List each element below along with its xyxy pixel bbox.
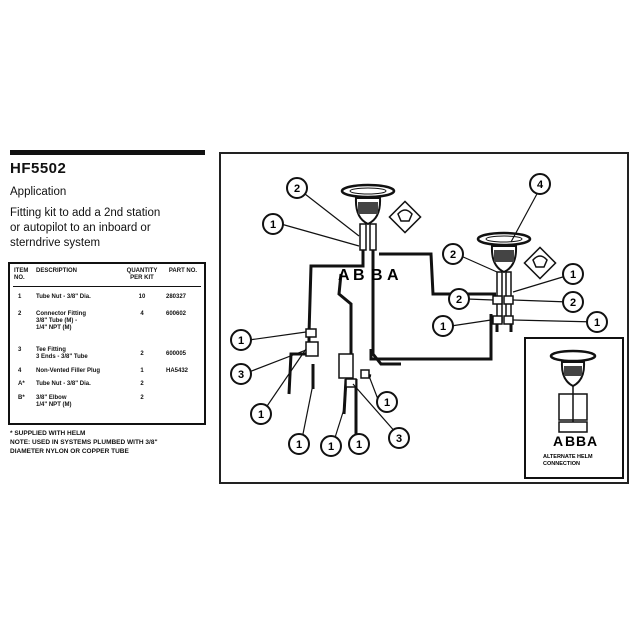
callout-number: 1: [258, 409, 264, 421]
note-line: NOTE: USED IN SYSTEMS PLUMBED WITH 3/8": [10, 439, 158, 446]
row-item: 4: [18, 368, 22, 374]
callout-balloon: 3: [230, 363, 252, 385]
row-description: Connector Fitting: [36, 311, 86, 317]
alt-port-label: B: [565, 433, 575, 449]
row-qty: 10: [138, 294, 146, 300]
column-header-quantity: QUANTITY PER KIT: [126, 268, 158, 281]
callout-balloon: 1: [320, 435, 342, 457]
row-item: 3: [18, 347, 22, 353]
callout-number: 2: [294, 183, 300, 195]
application-label: Application: [10, 186, 67, 198]
port-label: A: [338, 267, 350, 284]
callout-balloon: 1: [348, 433, 370, 455]
column-header-item: ITEM NO.: [14, 268, 29, 281]
header-divider: [13, 286, 201, 287]
row-description: 3/8" Tube (M) -: [36, 318, 78, 324]
callout-balloon: 1: [230, 329, 252, 351]
callout-number: 1: [270, 219, 276, 231]
row-qty: 1: [140, 368, 144, 374]
callout-balloon: 2: [442, 243, 464, 265]
alternate-helm-inset: A B B A ALTERNATE HELM CONNECTION: [524, 337, 624, 479]
helm-icon: [388, 200, 422, 234]
callout-number: 1: [594, 317, 600, 329]
alt-caption-line: CONNECTION: [543, 461, 580, 467]
callout-balloon: 3: [388, 427, 410, 449]
alt-port-label: B: [576, 433, 586, 449]
row-item: A*: [18, 381, 25, 387]
callout-balloon: 1: [250, 403, 272, 425]
hydraulic-lines: [287, 250, 513, 434]
plumbing-diagram: A B B A A B B A ALTERNATE: [219, 152, 629, 484]
application-line: Fitting kit to add a 2nd station: [10, 207, 161, 219]
callout-balloon: 2: [286, 177, 308, 199]
callout-number: 1: [570, 269, 576, 281]
row-part: 600602: [166, 311, 187, 317]
callout-balloon: 1: [288, 433, 310, 455]
callout-number: 1: [328, 441, 334, 453]
application-line: or autopilot to an inboard or: [10, 222, 151, 234]
note-line: * SUPPLIED WITH HELM: [10, 430, 86, 437]
callout-number: 2: [570, 297, 576, 309]
row-description: Tube Nut - 3/8" Dia.: [36, 381, 91, 387]
row-qty: 2: [140, 381, 144, 387]
row-description: 3/8" Elbow: [36, 395, 67, 401]
callout-balloon: 1: [562, 263, 584, 285]
row-part: 600005: [166, 351, 187, 357]
callout-number: 2: [450, 249, 456, 261]
helm-icon: [523, 246, 557, 280]
note-line: DIAMETER NYLON OR COPPER TUBE: [10, 448, 129, 455]
notes: * SUPPLIED WITH HELM NOTE: USED IN SYSTE…: [10, 429, 215, 456]
callouts: 2 1 4 2 1: [230, 173, 608, 457]
row-part: 280327: [166, 294, 187, 300]
row-description: Tee Fitting: [36, 347, 66, 353]
callout-number: 1: [440, 321, 446, 333]
callout-number: 1: [384, 397, 390, 409]
helm-1: [340, 183, 396, 251]
port-label: B: [353, 267, 365, 284]
plumbing-diagram-svg: A B B A A B B A ALTERNATE: [230, 173, 624, 479]
row-item: 2: [18, 311, 22, 317]
callout-balloon: 1: [376, 391, 398, 413]
row-item: 1: [18, 294, 22, 300]
callout-balloon: 1: [262, 213, 284, 235]
port-label: A: [387, 267, 399, 284]
port-labels: A B B A: [338, 267, 399, 284]
callout-balloon: 2: [448, 288, 470, 310]
alt-port-label: A: [587, 433, 597, 449]
column-header-part: PART NO.: [168, 268, 198, 274]
row-part: HA5432: [166, 368, 189, 374]
helm-2: [476, 231, 532, 323]
callout-number: 1: [238, 335, 244, 347]
port-label: B: [371, 267, 383, 284]
row-description: Tube Nut - 3/8" Dia.: [36, 294, 91, 300]
callout-balloon: 1: [432, 315, 454, 337]
parts-table: ITEM NO. DESCRIPTION QUANTITY PER KIT PA…: [8, 262, 206, 425]
column-header-description: DESCRIPTION: [36, 268, 78, 274]
application-line: sterndrive system: [10, 237, 101, 249]
callout-number: 1: [356, 439, 362, 451]
row-description: 1/4" NPT (M): [36, 325, 72, 331]
alt-port-label: A: [553, 433, 563, 449]
row-qty: 2: [140, 395, 144, 401]
callout-balloon: 2: [562, 291, 584, 313]
callout-number: 2: [456, 294, 462, 306]
row-description: Non-Vented Filler Plug: [36, 368, 101, 374]
callout-number: 3: [238, 369, 244, 381]
model-title: HF5502: [10, 160, 67, 177]
callout-balloon: 4: [529, 173, 551, 195]
row-qty: 2: [140, 351, 144, 357]
alt-caption-line: ALTERNATE HELM: [543, 454, 593, 460]
row-description: 1/4" NPT (M): [36, 402, 72, 408]
callout-number: 3: [396, 433, 402, 445]
row-qty: 4: [140, 311, 144, 317]
row-item: B*: [18, 395, 25, 401]
callout-number: 4: [537, 179, 544, 191]
callout-number: 1: [296, 439, 302, 451]
fittings: [305, 295, 514, 388]
row-description: 3 Ends - 3/8" Tube: [36, 354, 88, 360]
callout-balloon: 1: [586, 311, 608, 333]
application-text: Fitting kit to add a 2nd station or auto…: [10, 206, 210, 251]
title-rule: [10, 150, 205, 155]
